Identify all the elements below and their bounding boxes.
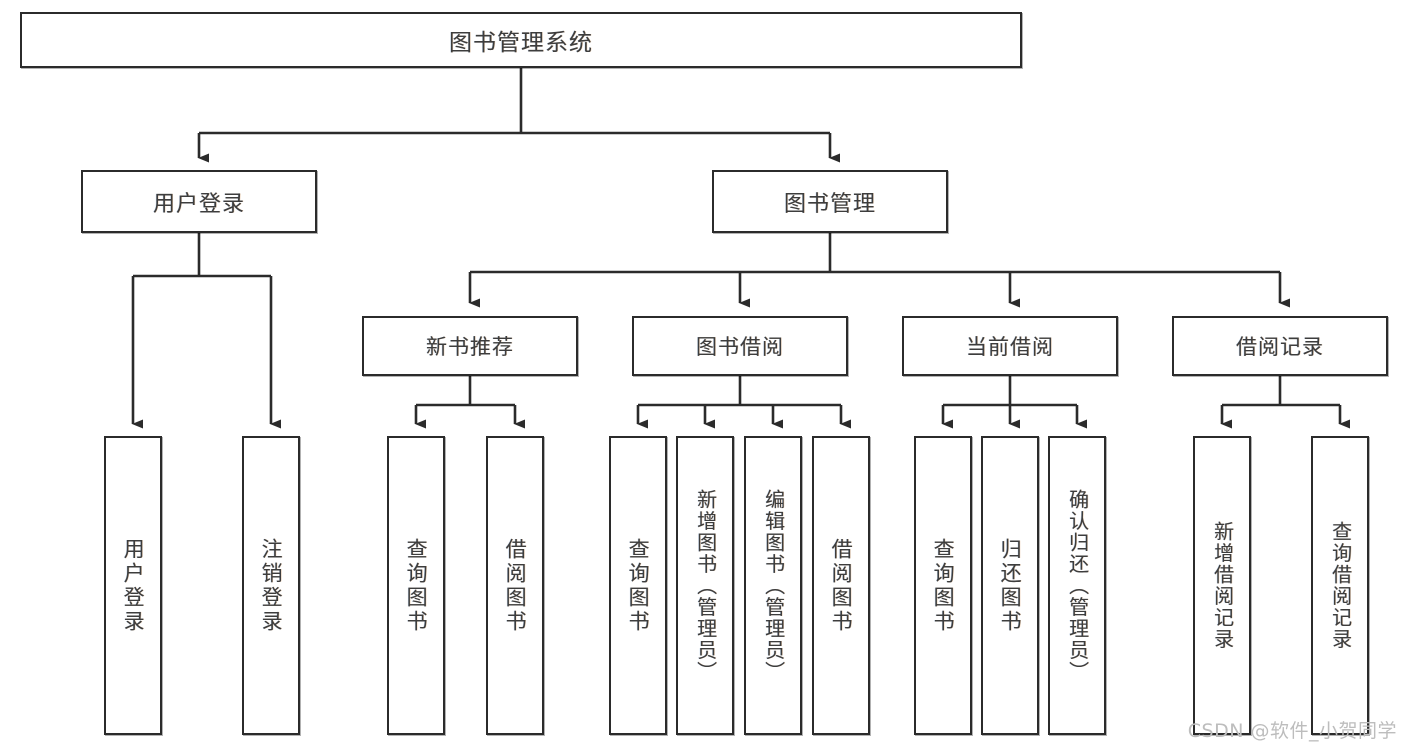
node-book-management[interactable]: 图书管理 (712, 170, 948, 233)
node-leaf-query-book-current[interactable]: 查询图书 (914, 436, 972, 735)
node-leaf-query-borrow-record[interactable]: 查询借阅记录 (1311, 436, 1369, 735)
node-label: 编辑图书（管理员） (761, 488, 786, 683)
node-new-book-recommend[interactable]: 新书推荐 (362, 316, 578, 376)
node-label: 注销登录 (259, 537, 284, 634)
node-label: 用户登录 (152, 191, 245, 217)
node-leaf-return-book[interactable]: 归还图书 (981, 436, 1039, 735)
node-label: 查询图书 (626, 537, 651, 634)
csdn-watermark: CSDN @软件_小贺同学 (1187, 720, 1397, 742)
node-leaf-edit-book[interactable]: 编辑图书（管理员） (744, 436, 802, 735)
node-label: 图书管理 (783, 191, 876, 217)
node-borrow-record[interactable]: 借阅记录 (1172, 316, 1388, 376)
node-label: 查询图书 (404, 537, 429, 634)
node-label: 用户登录 (121, 537, 146, 634)
node-label: 借阅记录 (1236, 335, 1324, 359)
node-label: 图书管理系统 (449, 30, 593, 56)
node-current-borrow[interactable]: 当前借阅 (902, 316, 1118, 376)
node-leaf-add-book[interactable]: 新增图书（管理员） (676, 436, 734, 735)
node-leaf-add-borrow-record[interactable]: 新增借阅记录 (1193, 436, 1251, 735)
node-leaf-user-login[interactable]: 用户登录 (104, 436, 162, 735)
node-label: 新书推荐 (426, 335, 514, 359)
node-leaf-confirm-return[interactable]: 确认归还（管理员） (1048, 436, 1106, 735)
node-leaf-borrow-book[interactable]: 借阅图书 (812, 436, 870, 735)
node-label: 借阅图书 (503, 537, 528, 634)
node-user-login[interactable]: 用户登录 (81, 170, 317, 233)
node-book-borrow[interactable]: 图书借阅 (632, 316, 848, 376)
node-label: 查询借阅记录 (1328, 521, 1353, 650)
node-label: 新增借阅记录 (1210, 521, 1235, 650)
node-label: 查询图书 (931, 537, 956, 634)
node-leaf-query-book-recommend[interactable]: 查询图书 (387, 436, 445, 735)
node-label: 图书借阅 (696, 335, 784, 359)
node-label: 当前借阅 (966, 335, 1054, 359)
node-label: 新增图书（管理员） (693, 488, 718, 683)
node-leaf-query-book-borrow[interactable]: 查询图书 (609, 436, 667, 735)
node-label: 归还图书 (998, 537, 1023, 634)
node-label: 借阅图书 (829, 537, 854, 634)
node-leaf-borrow-book-recommend[interactable]: 借阅图书 (486, 436, 544, 735)
node-root-system[interactable]: 图书管理系统 (20, 12, 1022, 68)
node-label: 确认归还（管理员） (1065, 488, 1090, 683)
node-leaf-logout-login[interactable]: 注销登录 (242, 436, 300, 735)
